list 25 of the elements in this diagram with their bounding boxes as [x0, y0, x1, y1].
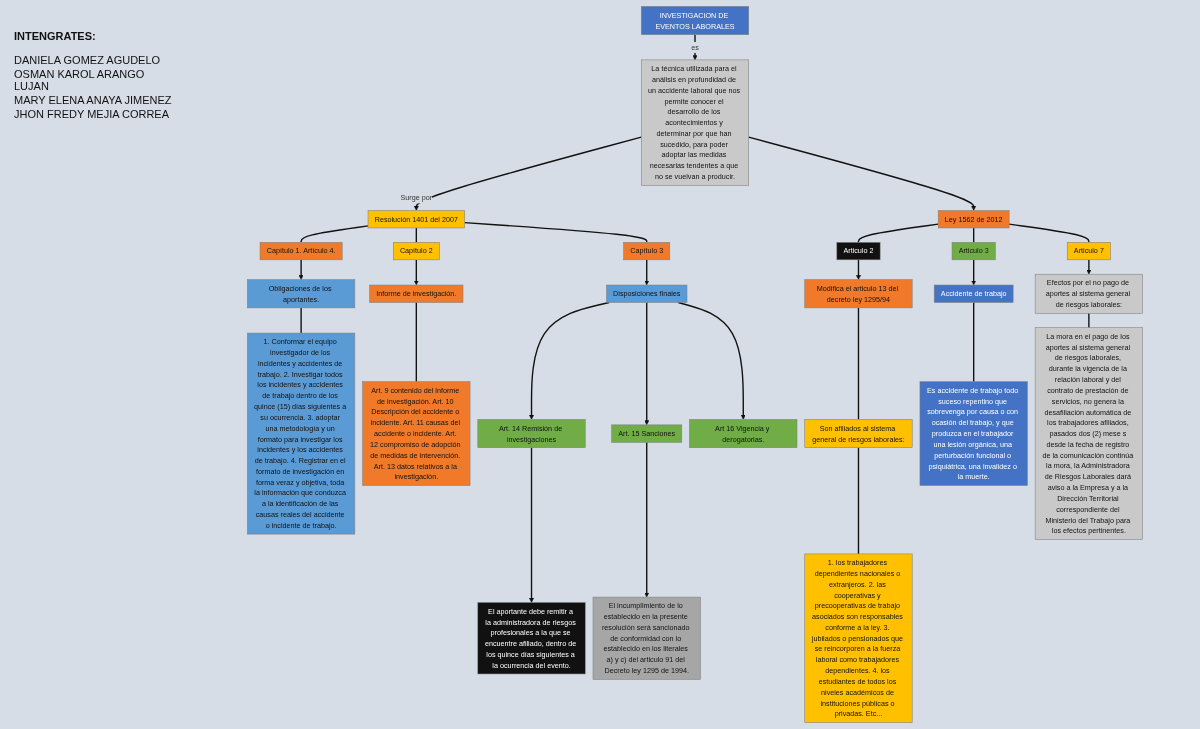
arrow: [413, 136, 642, 211]
connector: [857, 223, 939, 244]
connector: [463, 221, 648, 244]
arrow: [298, 259, 304, 280]
arrow: [644, 301, 650, 426]
arrow: [748, 136, 977, 211]
connector: [857, 447, 860, 555]
member-name: JHON FREDY MEJIA CORREA: [14, 108, 171, 120]
arrow: [413, 259, 419, 286]
connector: [973, 301, 975, 383]
connector: [1088, 312, 1090, 329]
heading-text: INTENGRATES:: [14, 30, 97, 42]
member-name: MARY ELENA ANAYA JIMENEZ: [14, 94, 173, 106]
arrow: [1086, 259, 1092, 275]
member-name: DANIELA GOMEZ AGUDELO: [14, 54, 162, 66]
connector: [415, 301, 417, 383]
arrow: [644, 441, 650, 598]
arrow: [644, 259, 650, 286]
arrow: [529, 447, 534, 603]
member-name: OSMAN KAROL ARANGO LUJAN: [14, 68, 146, 92]
arrow: [971, 259, 977, 286]
connector: [300, 225, 369, 244]
connector: [857, 307, 860, 421]
connector: [1008, 223, 1090, 244]
connector: [300, 307, 302, 334]
